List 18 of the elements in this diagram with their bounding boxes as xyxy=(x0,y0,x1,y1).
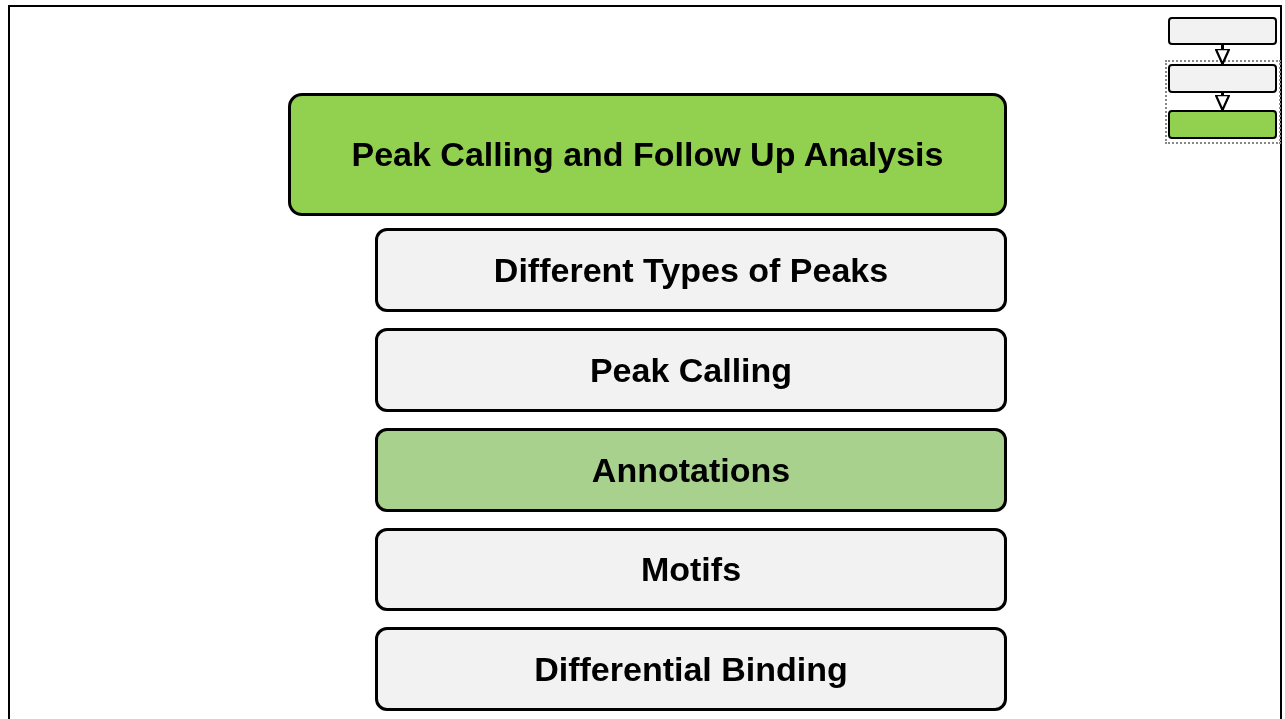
box-text: Differential Binding xyxy=(534,649,848,689)
nav-box xyxy=(1168,17,1277,45)
arrow xyxy=(1214,45,1231,66)
topic-box xyxy=(375,328,1007,412)
arrow xyxy=(1214,93,1231,112)
nav-box xyxy=(1168,64,1277,93)
topic-box xyxy=(375,528,1007,611)
title-box xyxy=(288,93,1007,216)
box-text: Motifs xyxy=(640,550,742,589)
topic-box xyxy=(375,428,1007,512)
topic-box xyxy=(375,228,1007,312)
box-text: Peak Calling xyxy=(589,350,793,390)
box-text: Peak Calling and Follow Up Analysis xyxy=(351,135,944,174)
nav-box xyxy=(1168,110,1277,139)
highlight-frame xyxy=(1165,60,1281,144)
topic-box xyxy=(375,627,1007,711)
box-text: Different Types of Peaks xyxy=(493,250,889,290)
box-text: Annotations xyxy=(591,450,791,490)
